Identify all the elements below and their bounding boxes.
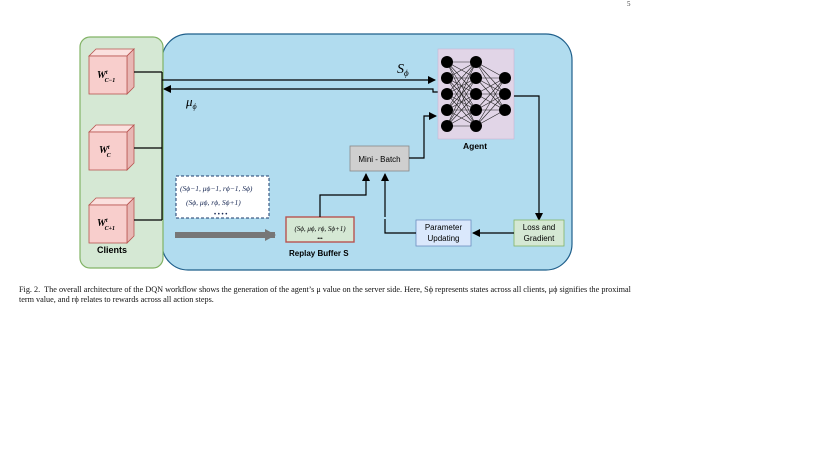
mu-symbol: μϕ	[185, 94, 197, 111]
nn-edge	[475, 93, 506, 127]
nn-edge	[446, 61, 477, 127]
nn-node	[499, 72, 511, 84]
parameter-updating-label: Parameter	[425, 223, 463, 232]
nn-node	[470, 88, 482, 100]
mu-arrow	[163, 85, 438, 93]
nn-node	[441, 72, 453, 84]
state-symbol: Sϕ	[397, 62, 409, 78]
replay-buffer-ellipsis: •••	[317, 236, 323, 242]
nn-node	[441, 104, 453, 116]
replay-buffer-tuple: (Sϕ, μϕ, rϕ, Sϕ+1)	[294, 225, 346, 233]
nn-node	[470, 104, 482, 116]
parameter-updating-label: Updating	[427, 234, 459, 243]
loss-gradient-label: Loss and	[523, 223, 555, 232]
nn-node	[499, 104, 511, 116]
agent-to-loss-arrow	[514, 95, 543, 221]
caption-label: Fig. 2.	[19, 285, 41, 294]
loss-gradient-label: Gradient	[524, 234, 555, 243]
nn-node	[470, 120, 482, 132]
nn-node	[470, 72, 482, 84]
replay-buffer-label: Replay Buffer S	[289, 249, 349, 258]
replay-buffer-box	[285, 216, 355, 243]
nn-edge	[446, 61, 477, 111]
figure-caption: Fig. 2.The overall architecture of the D…	[19, 285, 639, 305]
nn-node	[441, 88, 453, 100]
memory-box	[175, 175, 270, 219]
nn-node	[499, 88, 511, 100]
minibatch-to-agent-arrow	[409, 112, 437, 159]
mini-batch-label: Mini - Batch	[358, 155, 400, 164]
nn-edge	[446, 93, 477, 127]
page-number: 5	[627, 0, 631, 8]
nn-edge	[446, 77, 477, 127]
nn-node	[441, 120, 453, 132]
memory-ellipsis: • • • •	[214, 212, 227, 218]
client-bus	[134, 71, 163, 221]
memory-line: (Sϕ, μϕ, rϕ, Sϕ+1)	[186, 198, 241, 207]
param-to-buffer-arrow	[384, 219, 416, 234]
parameter-updating-box	[415, 219, 472, 247]
nn-edge	[475, 77, 506, 127]
agent-network	[437, 48, 515, 140]
nn-edge	[475, 77, 506, 111]
buffer-to-minibatch-arrow	[319, 173, 370, 217]
clients-label: Clients	[97, 245, 127, 255]
nn-edge	[446, 61, 477, 95]
agent-label: Agent	[463, 141, 487, 151]
nn-node	[470, 56, 482, 68]
memory-line: (Sϕ−1, μϕ−1, rϕ−1, Sϕ)	[180, 184, 253, 193]
mini-batch-box	[349, 145, 410, 172]
caption-text: The overall architecture of the DQN work…	[19, 285, 631, 304]
loss-gradient-box	[513, 219, 565, 247]
nn-node	[441, 56, 453, 68]
